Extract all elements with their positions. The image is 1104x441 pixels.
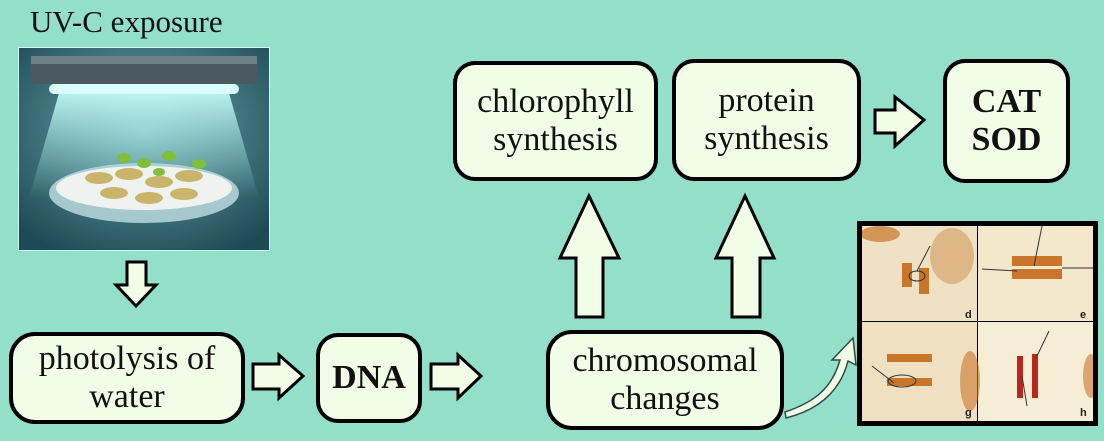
uvc-exposure-title: UV-C exposure [30, 4, 223, 39]
chromosome-micrograph: d e g h [857, 221, 1098, 426]
uv-lamp-petri-dish-image [18, 47, 270, 251]
node-text: photolysis of [38, 339, 216, 377]
node-text: chlorophyll [477, 82, 634, 120]
node-text: synthesis [704, 120, 829, 157]
arrow-right-icon [873, 93, 927, 150]
curved-arrow-icon [784, 336, 857, 419]
arrow-right-icon [251, 351, 306, 402]
arrow-down-icon [112, 260, 160, 309]
panel-label-g: g [965, 407, 972, 419]
node-text: synthesis [493, 121, 618, 158]
dna-box: DNA [316, 333, 422, 423]
node-text: protein [718, 81, 815, 119]
node-text: changes [610, 380, 720, 417]
node-text: chromosomal [572, 341, 758, 379]
panel-label-e: e [1080, 309, 1086, 321]
panel-label-h: h [1080, 407, 1087, 419]
arrow-right-icon [429, 351, 484, 402]
node-text: SOD [971, 121, 1042, 158]
arrow-up-icon [713, 192, 777, 319]
panel-label-d: d [965, 309, 972, 321]
arrow-up-icon [557, 192, 622, 319]
node-text: DNA [332, 358, 406, 396]
node-text: water [89, 378, 165, 415]
node-text: CAT [971, 82, 1042, 120]
